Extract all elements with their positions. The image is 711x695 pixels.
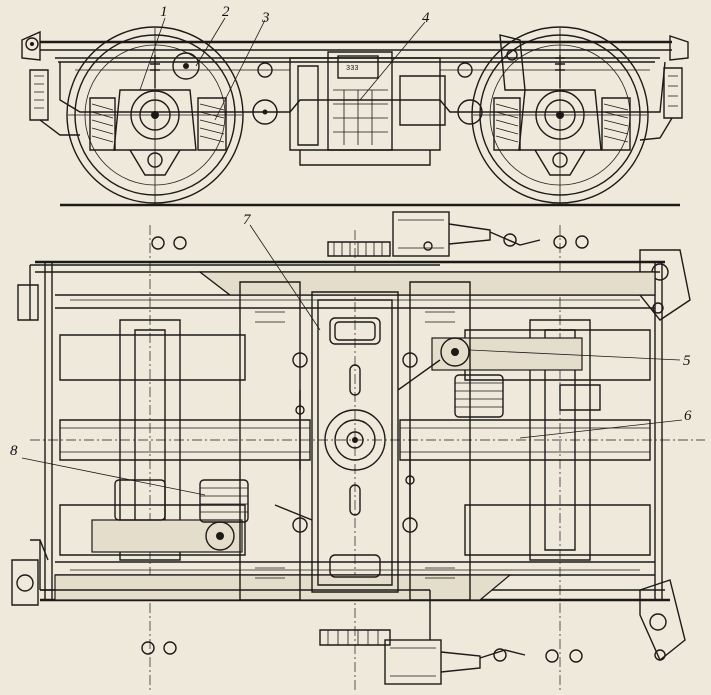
nameplate-text: 333 — [346, 65, 359, 73]
callout-8: 8 — [10, 443, 18, 459]
side-view: 333 — [21, 26, 689, 205]
right-springs — [493, 97, 631, 151]
bottom-brake-cylinder — [384, 639, 526, 685]
side-center-unit: 333 — [257, 51, 473, 166]
callout-1: 1 — [160, 4, 168, 20]
plan-view — [11, 211, 705, 690]
air-springs — [114, 374, 504, 523]
callout-6: 6 — [684, 408, 692, 424]
callouts: 1 2 3 4 5 6 7 8 — [10, 4, 692, 496]
callout-7: 7 — [243, 212, 252, 228]
top-brake-cylinder — [392, 211, 541, 257]
left-springs — [89, 97, 227, 151]
transverse-beam — [59, 419, 651, 461]
callout-3: 3 — [261, 10, 270, 26]
callout-5: 5 — [683, 353, 691, 369]
central-bolster — [239, 281, 471, 601]
left-axle — [59, 319, 246, 561]
callout-2: 2 — [222, 4, 230, 20]
callout-4: 4 — [422, 10, 430, 26]
bolt-fittings — [141, 235, 589, 663]
